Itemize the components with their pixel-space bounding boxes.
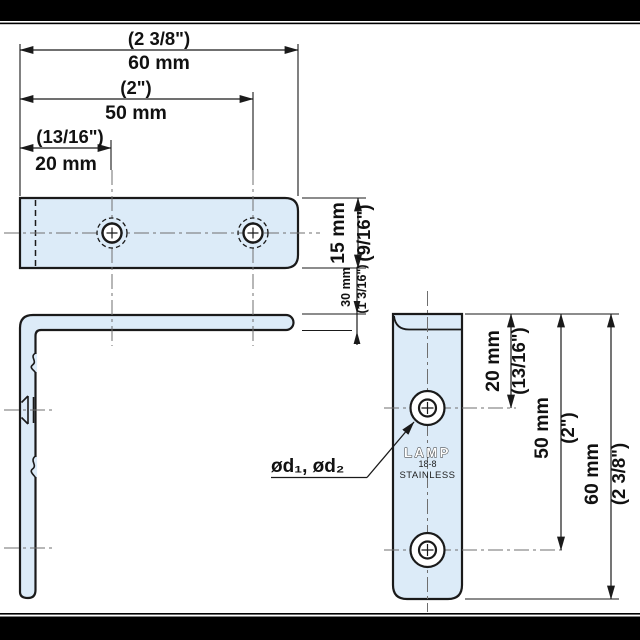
- lamp-logo: LAMP: [404, 445, 451, 460]
- dim-front-pitch-mm: 50 mm: [531, 397, 553, 459]
- top-dimensions: (2 3/8") 60 mm (2") 50 mm (13/16") 20 mm: [19, 28, 299, 196]
- dim-front-offset-mm: 20 mm: [482, 330, 504, 392]
- dim-width-mm: 15 mm: [327, 202, 349, 264]
- bend-line: [393, 315, 462, 331]
- leg-projection-dimension-30: 30 mm (1 3/16"): [302, 264, 369, 345]
- dim-top-offset-inch: (13/16"): [36, 126, 103, 147]
- brand-stamp: LAMP 18-8 STAINLESS: [399, 445, 455, 481]
- leader-line: [366, 421, 415, 478]
- front-view: LAMP 18-8 STAINLESS: [384, 291, 564, 612]
- width-dimension-15: 15 mm (9/16"): [302, 197, 374, 269]
- top-rule: [0, 22, 640, 25]
- side-view: [4, 300, 295, 600]
- side-view-profile: [18, 313, 295, 600]
- extension-lines: [302, 313, 366, 332]
- dim-top-overall-mm: 60 mm: [128, 52, 190, 74]
- dim-front-offset-inch: (13/16"): [508, 327, 529, 394]
- hole-diameter-callout: ød₁, ød₂: [271, 421, 415, 479]
- extension-lines: [465, 313, 619, 600]
- top-view-plate: [18, 196, 300, 270]
- dim-top-offset-mm: 20 mm: [35, 153, 97, 175]
- front-view-hole-upper: [409, 389, 446, 427]
- hole-center-mark: [421, 544, 434, 556]
- hole-center-mark: [106, 227, 118, 239]
- dim-top-overall-inch: (2 3/8"): [128, 28, 190, 49]
- dim-front-height-inch: (2 3/8"): [608, 443, 629, 505]
- material-label: STAINLESS: [399, 470, 455, 481]
- top-view-centerlines: [4, 170, 320, 296]
- countersink-hidden-circle: [96, 217, 128, 249]
- hole-diameters-label: ød₁, ød₂: [271, 456, 344, 477]
- alloy-grade: 18-8: [418, 459, 436, 469]
- hole-center-mark: [421, 402, 434, 414]
- side-view-centerlines: [4, 300, 254, 549]
- dim-front-pitch-inch: (2"): [557, 412, 578, 443]
- top-black-bar: [0, 0, 640, 21]
- bottom-black-bar: [0, 616, 640, 640]
- arrow-down: [353, 301, 361, 314]
- front-view-dimensions: 20 mm (13/16") 50 mm (2") 60 mm (2 3/8"): [465, 313, 629, 600]
- dim-top-pitch-inch: (2"): [120, 77, 151, 98]
- countersink-hidden-circle: [237, 217, 269, 249]
- dim-leg-projection-inch: (1 3/16"): [355, 264, 369, 313]
- hole-center-mark: [247, 227, 259, 239]
- dim-width-inch: (9/16"): [353, 204, 374, 261]
- dim-leg-projection-mm: 30 mm: [339, 267, 353, 307]
- top-view: [4, 170, 320, 296]
- edge-blend-curves: [30, 352, 38, 479]
- dim-front-height-mm: 60 mm: [581, 443, 603, 505]
- top-view-hole-left: [96, 217, 128, 249]
- arrow-up: [353, 331, 361, 344]
- front-view-hole-lower: [409, 531, 446, 569]
- dim-top-pitch-mm: 50 mm: [105, 102, 167, 124]
- bottom-rule: [0, 613, 640, 615]
- top-view-hole-right: [237, 217, 269, 249]
